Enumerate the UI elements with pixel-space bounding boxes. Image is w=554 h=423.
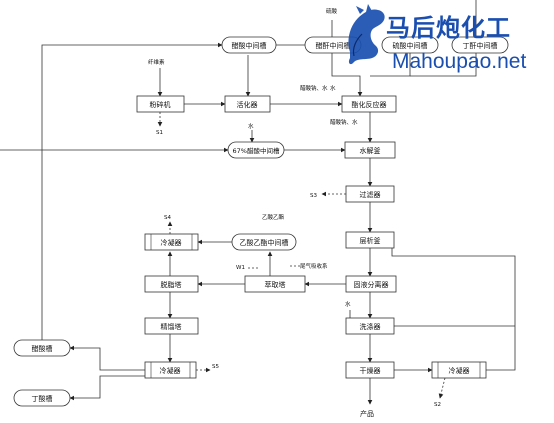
logo-cn-text: 马后炮化工 bbox=[386, 14, 511, 42]
solid-liquid-separator-label: 固液分离器 bbox=[354, 280, 389, 289]
sulfuric-acid-mid-tank-label: 硫酸中间槽 bbox=[393, 41, 428, 50]
label-water-lower: 水 bbox=[345, 300, 351, 308]
ethyl-acetate-mid-tank bbox=[231, 233, 297, 251]
stream-labels: 纤维素 S1 硫酸 醋酸钠、水 水 醋酸钠、水 水 S3 S4 乙酸乙酯 W1 … bbox=[148, 7, 441, 418]
dryer bbox=[345, 361, 395, 379]
condenser-upper bbox=[144, 233, 199, 251]
equipment: 醋酸中间槽 粉碎机 活化器 醋酐中间槽 硫酸中间槽 丁酐中间槽 酯化反应器 67… bbox=[13, 36, 509, 407]
filter-label: 过滤器 bbox=[360, 190, 381, 199]
logo-en-text: Mahoupao.net bbox=[392, 50, 526, 73]
solid-liquid-separator bbox=[345, 275, 397, 293]
washer bbox=[345, 317, 395, 335]
hydrolysis-kettle-label: 水解釜 bbox=[360, 146, 381, 155]
condenser-right bbox=[431, 361, 487, 379]
label-s3: S3 bbox=[310, 193, 317, 199]
condenser-lower bbox=[144, 361, 197, 379]
esterification-reactor-label: 酯化反应器 bbox=[352, 100, 387, 109]
butyric-anhydride-mid-tank bbox=[451, 36, 509, 54]
esterification-reactor bbox=[341, 95, 397, 113]
label-s4: S4 bbox=[164, 215, 171, 221]
acetic-acid-mid-tank bbox=[221, 36, 277, 54]
dehydration-tower-label: 脱脂塔 bbox=[161, 280, 182, 289]
activator bbox=[224, 95, 271, 113]
condenser-lower-label: 冷凝器 bbox=[160, 366, 181, 375]
extraction-tower-label: 萃取塔 bbox=[265, 280, 286, 289]
label-acid-water2: 醋酸钠、水 bbox=[330, 118, 358, 126]
dehydration-tower bbox=[144, 275, 199, 293]
dryer-label: 干燥器 bbox=[360, 366, 381, 375]
butyric-anhydride-mid-tank-label: 丁酐中间槽 bbox=[463, 41, 498, 50]
crusher bbox=[136, 95, 185, 113]
crusher-label: 粉碎机 bbox=[150, 100, 171, 109]
acetic-acid-mid-tank-label: 醋酸中间槽 bbox=[232, 41, 267, 50]
label-acid-water: 醋酸钠、水 bbox=[300, 84, 328, 92]
precipitation-kettle-label: 层析釜 bbox=[360, 236, 381, 245]
acetic-acid-67-mid-tank-label: 67%醋酸中间槽 bbox=[233, 146, 280, 155]
acetic-acid-67-mid-tank bbox=[227, 141, 285, 159]
rectification-tower bbox=[144, 317, 199, 335]
label-w1: W1 bbox=[236, 265, 245, 271]
watermark-logo: 马后炮化工 Mahoupao.net bbox=[348, 4, 526, 73]
butyric-acid-tank bbox=[13, 389, 71, 407]
sulfuric-acid-mid-tank bbox=[381, 36, 439, 54]
filter bbox=[345, 185, 395, 203]
hydrolysis-kettle bbox=[344, 141, 396, 159]
label-s1: S1 bbox=[156, 130, 163, 136]
flow-lines bbox=[0, 0, 516, 405]
label-tail-gas: 尾气吸收系 bbox=[300, 262, 328, 270]
label-ethyl-ethyl: 乙酸乙酯 bbox=[262, 213, 285, 221]
ethyl-acetate-mid-tank-label: 乙酸乙酯中间槽 bbox=[240, 238, 289, 247]
rectification-tower-label: 精馏塔 bbox=[161, 322, 182, 331]
label-water-mid: 水 bbox=[248, 122, 254, 130]
butyric-acid-tank-label: 丁酸槽 bbox=[32, 394, 53, 403]
label-sulfuric: 硫酸 bbox=[326, 7, 338, 15]
washer-label: 洗涤器 bbox=[360, 322, 381, 331]
label-water-top: 水 bbox=[330, 84, 336, 92]
label-s5: S5 bbox=[212, 364, 219, 370]
acetic-acid-tank bbox=[13, 339, 71, 357]
acetic-anhydride-mid-tank-label: 醋酐中间槽 bbox=[316, 41, 351, 50]
precipitation-kettle bbox=[345, 231, 395, 249]
label-cellulose: 纤维素 bbox=[148, 58, 165, 66]
label-product: 产品 bbox=[360, 409, 374, 418]
horse-logo-icon bbox=[348, 4, 385, 65]
condenser-upper-label: 冷凝器 bbox=[161, 238, 182, 247]
label-s2: S2 bbox=[434, 402, 441, 408]
extraction-tower bbox=[244, 275, 306, 293]
condenser-right-label: 冷凝器 bbox=[449, 366, 470, 375]
activator-label: 活化器 bbox=[237, 100, 258, 109]
acetic-acid-tank-label: 醋酸槽 bbox=[32, 344, 53, 353]
